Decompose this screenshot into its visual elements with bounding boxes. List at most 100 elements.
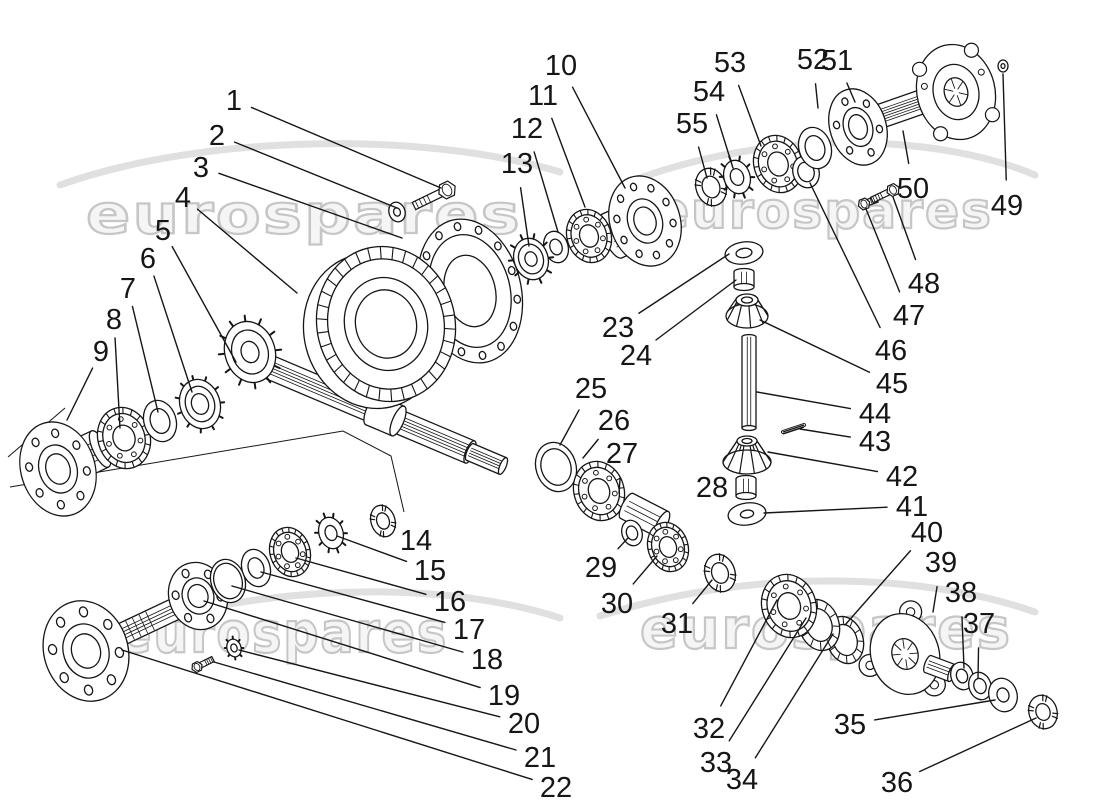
part-number-label: 22: [540, 772, 572, 800]
part-number-label: 8: [106, 304, 122, 336]
callout-7: 7: [120, 273, 159, 413]
callout-10: 10: [545, 50, 626, 189]
callout-13: 13: [501, 148, 533, 247]
callout-44: 44: [756, 391, 891, 430]
part-number-label: 45: [876, 368, 908, 400]
part-number-label: 18: [471, 644, 503, 676]
part-number-label: 46: [875, 335, 907, 367]
callout-17: 17: [260, 571, 485, 646]
part-grommet-35: [988, 677, 1018, 713]
part-number-label: 30: [601, 588, 633, 620]
callout-15: 15: [336, 535, 446, 587]
part-number-label: 50: [897, 173, 929, 205]
construction-line: [9, 430, 405, 513]
callout-5: 5: [155, 215, 237, 363]
part-bevel-gear-42: [722, 435, 772, 475]
callout-37: 37: [963, 608, 995, 679]
part-number-label: 44: [859, 398, 891, 430]
part-washer-49: [997, 59, 1009, 73]
part-thrust-washer-41: [727, 502, 767, 526]
part-bolt-1: [411, 180, 456, 211]
part-number-label: 19: [488, 680, 520, 712]
callout-52: 52: [797, 44, 829, 109]
part-bushing-28: [735, 474, 757, 501]
part-thrust-washer-23: [724, 241, 764, 265]
part-shim-ring-7: [142, 399, 178, 443]
part-number-label: 17: [453, 614, 485, 646]
callout-3: 3: [193, 152, 403, 239]
part-number-label: 38: [945, 577, 977, 609]
watermark-swoosh: [56, 140, 564, 189]
callout-43: 43: [799, 426, 891, 458]
part-bearing-30: [646, 521, 690, 573]
callout-42: 42: [767, 451, 918, 493]
callout-9: 9: [66, 336, 109, 421]
callout-55: 55: [676, 108, 708, 179]
callout-41: 41: [763, 491, 928, 523]
part-ring-nut-36: [1027, 694, 1059, 730]
part-spider-gear-45: [725, 293, 769, 329]
callout-48: 48: [892, 196, 940, 300]
part-bushing-24: [733, 267, 755, 292]
part-number-label: 27: [606, 438, 638, 470]
part-number-label: 39: [925, 547, 957, 579]
part-number-label: 24: [620, 340, 652, 372]
part-number-label: 34: [726, 764, 758, 796]
part-number-label: 36: [881, 767, 913, 799]
part-side-flange-9: [19, 421, 112, 517]
callout-53: 53: [714, 47, 762, 147]
callout-20: 20: [238, 649, 540, 740]
part-cone-washer-12: [542, 230, 570, 264]
part-companion-flange-51: [828, 88, 888, 166]
part-ring-nut-31: [703, 553, 737, 593]
part-number-label: 35: [834, 709, 866, 741]
part-ring-nut-55: [694, 167, 728, 207]
part-washer-37: [968, 671, 992, 701]
callout-47: 47: [865, 208, 925, 332]
part-number-label: 55: [676, 108, 708, 140]
callout-40: 40: [844, 517, 943, 626]
callout-29: 29: [585, 537, 629, 584]
watermark-swoosh: [596, 577, 1039, 620]
part-number-label: 3: [193, 152, 209, 184]
part-bearing-53: [752, 134, 804, 194]
part-number-label: 2: [209, 120, 225, 152]
part-number-label: 14: [400, 525, 432, 557]
callout-16: 16: [295, 557, 466, 618]
callout-34: 34: [726, 633, 834, 796]
part-number-label: 32: [693, 713, 725, 745]
part-number-label: 4: [175, 182, 191, 214]
callout-46: 46: [809, 182, 907, 367]
callout-38: 38: [945, 577, 977, 669]
part-lock-washer-15: [314, 512, 348, 554]
part-spacer-ring-52: [797, 126, 833, 170]
part-axle-flange-22: [42, 600, 130, 702]
part-castle-nut-14: [369, 504, 397, 538]
part-lock-washer-54: [718, 155, 756, 199]
part-bevel-pinion-5: [217, 314, 283, 390]
callout-2: 2: [209, 120, 398, 209]
callout-21: 21: [213, 661, 556, 774]
part-number-label: 12: [511, 113, 543, 145]
part-number-label: 5: [155, 215, 171, 247]
callout-6: 6: [140, 243, 193, 393]
callout-45: 45: [759, 319, 908, 400]
callout-26: 26: [582, 405, 630, 459]
part-bearing-8: [96, 406, 152, 470]
callout-24: 24: [620, 279, 737, 372]
callout-23: 23: [602, 253, 730, 344]
part-bevel-side-gear-13: [507, 233, 555, 285]
callout-28: 28: [696, 472, 728, 504]
callout-19: 19: [203, 600, 520, 712]
callout-4: 4: [175, 182, 298, 294]
part-number-label: 42: [886, 461, 918, 493]
part-number-label: 40: [911, 517, 943, 549]
part-number-label: 21: [524, 742, 556, 774]
callout-49: 49: [991, 73, 1023, 222]
part-number-label: 25: [575, 373, 607, 405]
part-number-label: 52: [797, 44, 829, 76]
part-pinion-shaft-tip: [464, 442, 509, 476]
callout-14: 14: [400, 525, 432, 557]
part-number-label: 11: [528, 80, 558, 112]
